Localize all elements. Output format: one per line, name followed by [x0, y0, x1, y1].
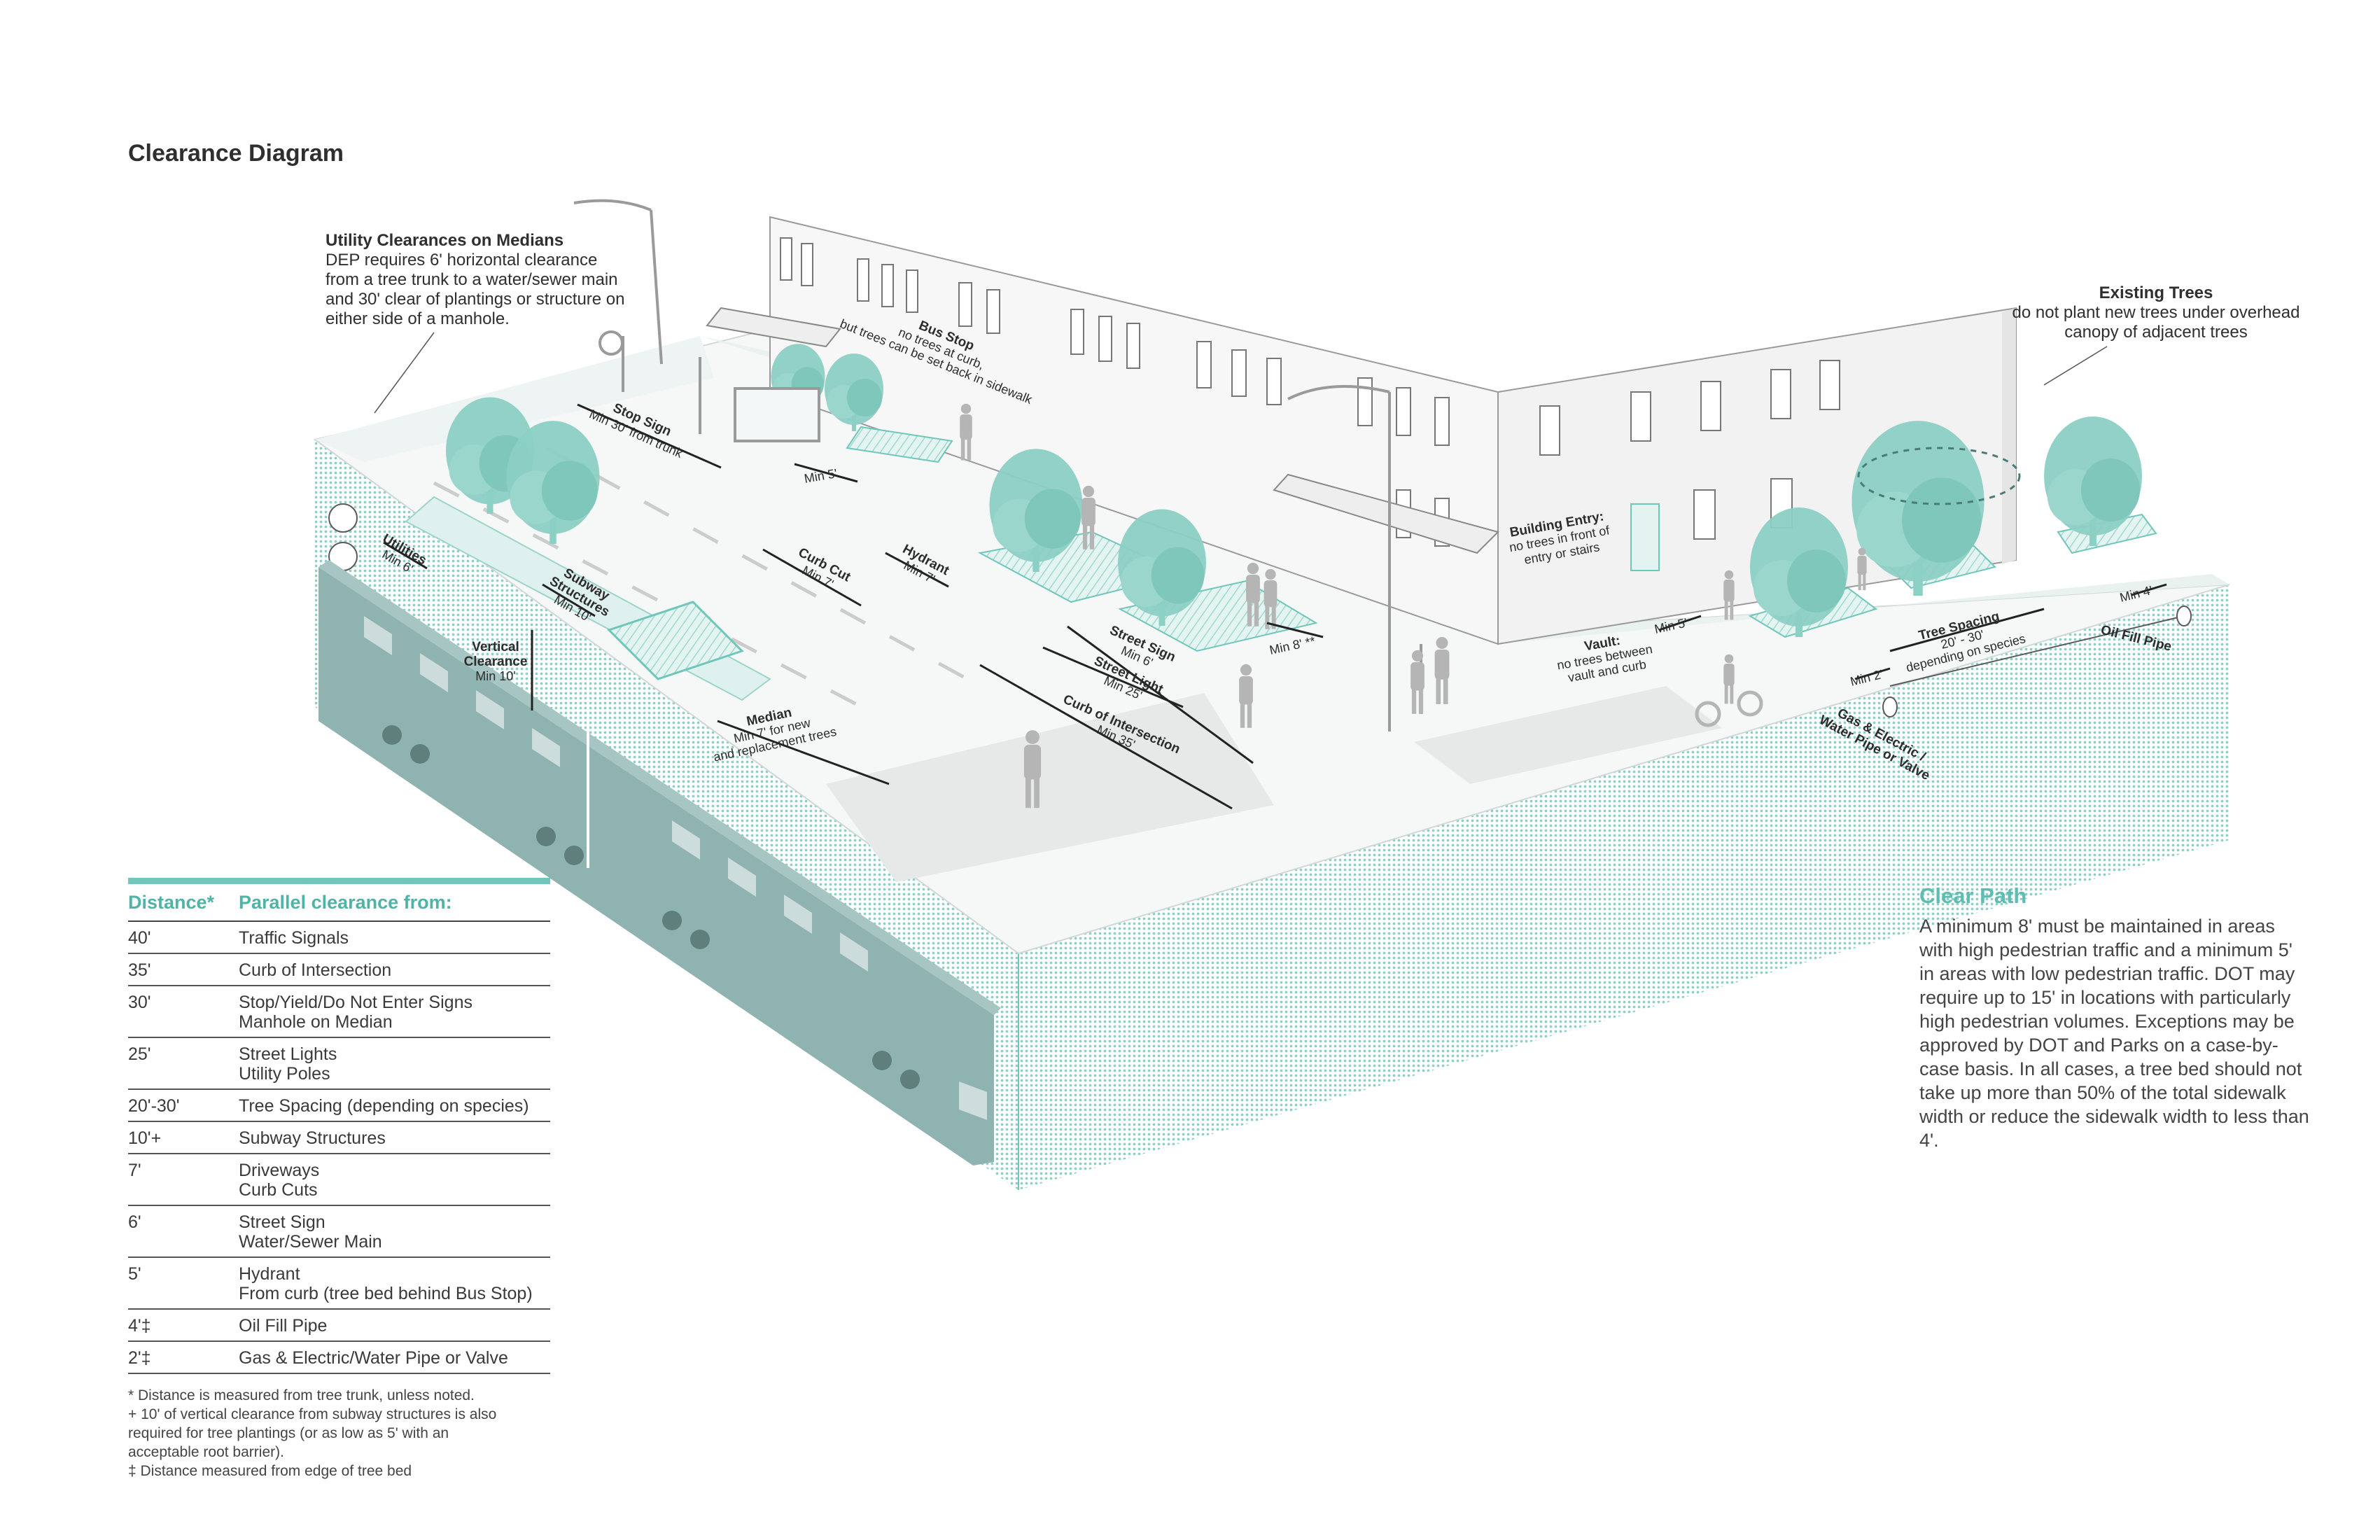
- label-vertical: Vertical: [472, 640, 519, 654]
- table-row: 5' HydrantFrom curb (tree bed behind Bus…: [128, 1258, 550, 1310]
- table-row: 10'+ Subway Structures: [128, 1122, 550, 1154]
- table-row: 30' Stop/Yield/Do Not Enter SignsManhole…: [128, 986, 550, 1038]
- table-row: 6' Street SignWater/Sewer Main: [128, 1206, 550, 1258]
- table-row: 35' Curb of Intersection: [128, 954, 550, 986]
- clearance-item: Traffic Signals: [239, 928, 550, 948]
- clearance-item: Oil Fill Pipe: [239, 1316, 550, 1336]
- table-row: 40' Traffic Signals: [128, 922, 550, 954]
- clearance-item: Subway Structures: [239, 1128, 550, 1148]
- utility-callout-body: DEP requires 6' horizontal clearance fro…: [326, 251, 625, 328]
- clear-path-body: A minimum 8' must be maintained in areas…: [1919, 914, 2311, 1152]
- existing-trees-body: do not plant new trees under overhead ca…: [2012, 303, 2300, 342]
- distance-cell: 35': [128, 960, 239, 980]
- footnote: + 10' of vertical clearance from subway …: [128, 1405, 576, 1424]
- clearance-item: Curb Cuts: [239, 1180, 550, 1200]
- table-row: 20'-30' Tree Spacing (depending on speci…: [128, 1090, 550, 1122]
- distance-cell: 2'‡: [128, 1348, 239, 1368]
- clearance-item: Water/Sewer Main: [239, 1232, 550, 1252]
- clearance-item: Street Sign: [239, 1212, 550, 1232]
- existing-trees-callout: Existing Trees do not plant new trees un…: [1995, 284, 2317, 342]
- utility-callout-heading: Utility Clearances on Medians: [326, 231, 634, 251]
- clearance-item: Street Lights: [239, 1044, 550, 1064]
- clearance-item: Tree Spacing (depending on species): [239, 1096, 550, 1116]
- table-footnotes: * Distance is measured from tree trunk, …: [128, 1386, 576, 1480]
- clearance-item: Stop/Yield/Do Not Enter Signs: [239, 993, 550, 1012]
- clearance-item: Driveways: [239, 1161, 550, 1180]
- table-top-rule: [128, 878, 550, 884]
- distance-cell: 6': [128, 1212, 239, 1252]
- header-distance: Distance*: [128, 892, 239, 913]
- table-row: 4'‡ Oil Fill Pipe: [128, 1310, 550, 1342]
- distance-cell: 7': [128, 1161, 239, 1200]
- clearance-table: Distance* Parallel clearance from: 40' T…: [128, 878, 550, 1374]
- distance-cell: 25': [128, 1044, 239, 1084]
- table-header: Distance* Parallel clearance from:: [128, 884, 550, 922]
- label-vertical-min: Min 10': [475, 669, 515, 683]
- distance-cell: 5': [128, 1264, 239, 1303]
- clearance-item: Gas & Electric/Water Pipe or Valve: [239, 1348, 550, 1368]
- table-row: 2'‡ Gas & Electric/Water Pipe or Valve: [128, 1342, 550, 1374]
- footnote: acceptable root barrier).: [128, 1443, 576, 1462]
- clearance-item: Manhole on Median: [239, 1012, 550, 1032]
- footnote: required for tree plantings (or as low a…: [128, 1424, 576, 1443]
- table-row: 25' Street LightsUtility Poles: [128, 1038, 550, 1090]
- distance-cell: 10'+: [128, 1128, 239, 1148]
- header-parallel-clearance: Parallel clearance from:: [239, 892, 550, 913]
- distance-cell: 20'-30': [128, 1096, 239, 1116]
- distance-cell: 40': [128, 928, 239, 948]
- clearance-item: Hydrant: [239, 1264, 550, 1284]
- clearance-item: From curb (tree bed behind Bus Stop): [239, 1284, 550, 1303]
- clearance-item: Utility Poles: [239, 1064, 550, 1084]
- clear-path-section: Clear Path A minimum 8' must be maintain…: [1919, 883, 2311, 1152]
- distance-cell: 4'‡: [128, 1316, 239, 1336]
- label-vertical-2: Clearance: [464, 654, 528, 669]
- distance-cell: 30': [128, 993, 239, 1032]
- footnote: ‡ Distance measured from edge of tree be…: [128, 1462, 576, 1480]
- utility-clearances-callout: Utility Clearances on Medians DEP requir…: [326, 231, 634, 329]
- existing-trees-heading: Existing Trees: [1995, 284, 2317, 303]
- footnote: * Distance is measured from tree trunk, …: [128, 1386, 576, 1405]
- table-row: 7' DrivewaysCurb Cuts: [128, 1154, 550, 1206]
- clearance-item: Curb of Intersection: [239, 960, 550, 980]
- clear-path-heading: Clear Path: [1919, 883, 2311, 909]
